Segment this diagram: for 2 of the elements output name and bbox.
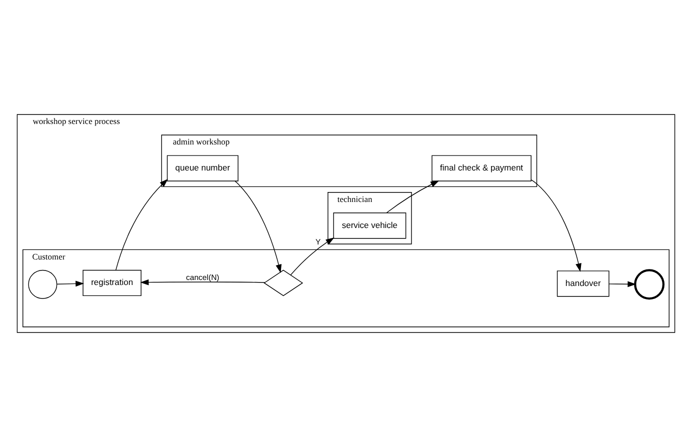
- edge-label: Y: [315, 238, 321, 247]
- edge-label: cancel(N): [186, 272, 220, 282]
